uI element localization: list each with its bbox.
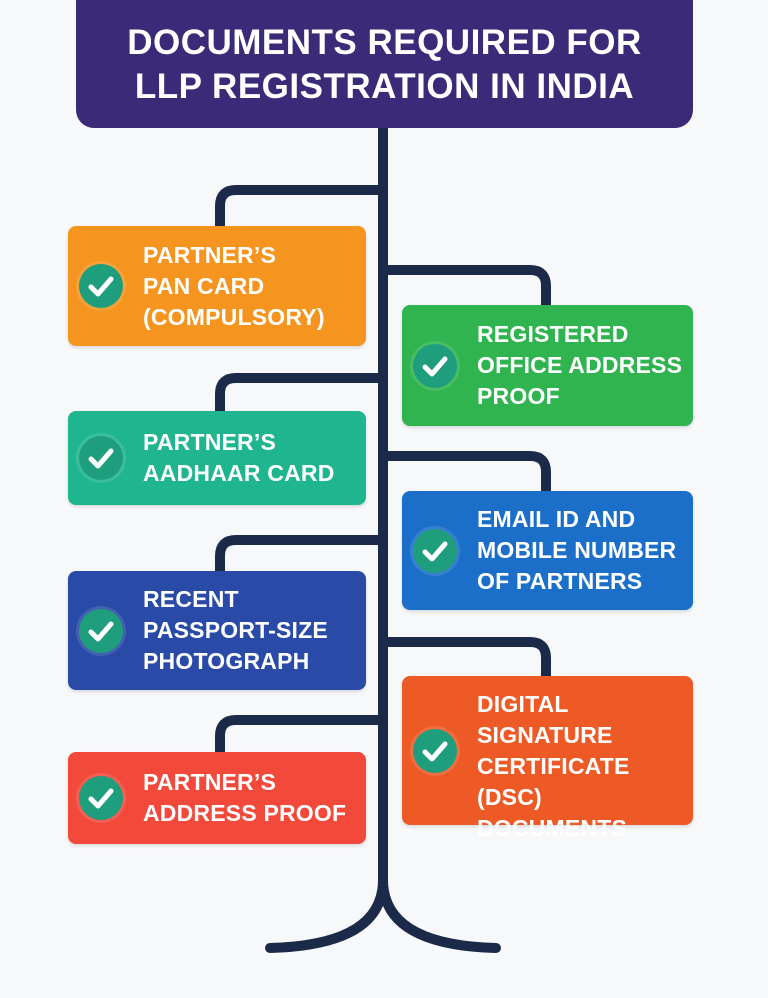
- card-email-mobile: EMAIL ID AND MOBILE NUMBER OF PARTNERS: [402, 491, 693, 610]
- card-label-line: PROOF: [477, 383, 560, 409]
- card-label-line: PASSPORT-SIZE: [143, 617, 328, 643]
- card-label: RECENT PASSPORT-SIZE PHOTOGRAPH: [143, 584, 359, 677]
- tree-root-left: [265, 875, 388, 953]
- checkmark-icon: [79, 436, 123, 480]
- card-registered-office: REGISTERED OFFICE ADDRESS PROOF: [402, 305, 693, 426]
- card-label-line: SIGNATURE: [477, 721, 613, 748]
- checkmark-icon: [413, 343, 457, 388]
- card-pan-card: PARTNER’S PAN CARD (COMPULSORY): [68, 226, 366, 346]
- tree-root-right: [378, 875, 501, 953]
- branch-registered-office: [378, 265, 551, 310]
- card-label-line: CERTIFICATE: [477, 752, 630, 779]
- branch-passport-photo: [215, 535, 388, 576]
- card-label-line: (DSC) DOCUMENTS: [477, 783, 628, 841]
- card-label: EMAIL ID AND MOBILE NUMBER OF PARTNERS: [477, 504, 686, 597]
- branch-email-mobile: [378, 451, 551, 496]
- card-label: DIGITAL SIGNATURE CERTIFICATE (DSC) DOCUMEN…: [477, 689, 686, 844]
- title-banner: DOCUMENTS REQUIRED FOR LLP REGISTRATION …: [76, 0, 693, 128]
- card-label-line: MOBILE NUMBER: [477, 537, 677, 563]
- branch-aadhaar-card: [215, 373, 388, 416]
- card-label: PARTNER’S AADHAAR CARD: [143, 427, 359, 489]
- title-line-1: DOCUMENTS REQUIRED FOR: [127, 23, 642, 62]
- card-address-proof: PARTNER’S ADDRESS PROOF: [68, 752, 366, 844]
- card-label: PARTNER’S ADDRESS PROOF: [143, 767, 359, 829]
- card-label-line: EMAIL ID AND: [477, 506, 636, 532]
- card-label-line: RECENT: [143, 586, 239, 612]
- checkmark-icon: [413, 728, 457, 773]
- card-label-line: DIGITAL: [477, 690, 569, 717]
- card-label-line: PARTNER’S: [143, 769, 276, 795]
- card-aadhaar-card: PARTNER’S AADHAAR CARD: [68, 411, 366, 505]
- checkmark-icon: [79, 608, 123, 653]
- checkmark-icon: [79, 776, 123, 820]
- branch-dsc-documents: [378, 637, 551, 681]
- card-label-line: PARTNER’S: [143, 241, 276, 268]
- card-label: REGISTERED OFFICE ADDRESS PROOF: [477, 319, 686, 412]
- title-line-2: LLP REGISTRATION IN INDIA: [134, 67, 635, 106]
- card-label-line: PHOTOGRAPH: [143, 648, 310, 674]
- checkmark-icon: [79, 264, 123, 308]
- card-label-line: REGISTERED: [477, 321, 629, 347]
- branch-pan-card: [215, 185, 388, 231]
- card-label-line: OFFICE ADDRESS: [477, 352, 683, 378]
- checkmark-icon: [413, 528, 457, 573]
- card-label-line: PAN CARD: [143, 272, 265, 299]
- branch-address-proof: [215, 715, 388, 757]
- card-label-line: AADHAAR CARD: [143, 460, 335, 486]
- card-label-line: OF PARTNERS: [477, 568, 643, 594]
- card-dsc-documents: DIGITAL SIGNATURE CERTIFICATE (DSC) DOCUMEN…: [402, 676, 693, 841]
- card-label: PARTNER’S PAN CARD (COMPULSORY): [143, 240, 359, 333]
- card-label-line: (COMPULSORY): [143, 303, 325, 330]
- card-label-line: ADDRESS PROOF: [143, 800, 347, 826]
- card-label-line: PARTNER’S: [143, 429, 276, 455]
- card-passport-photo: RECENT PASSPORT-SIZE PHOTOGRAPH: [68, 571, 366, 690]
